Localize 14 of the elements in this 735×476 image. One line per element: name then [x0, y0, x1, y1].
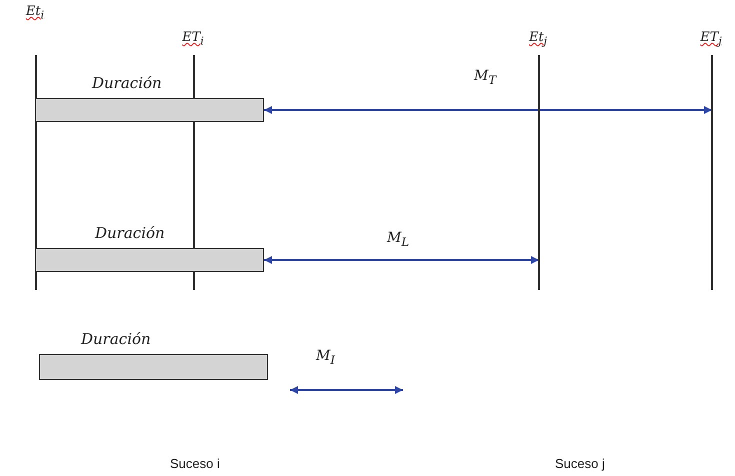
- event-label: Suceso i: [170, 456, 220, 471]
- edge-label: M$_{T}$: [474, 68, 496, 87]
- double-arrow: [264, 106, 712, 114]
- duration-label: Duración: [95, 224, 165, 242]
- double-arrow: [264, 256, 539, 264]
- time-label: ET$_{i}$: [182, 30, 204, 48]
- time-label: Et$_{i}$: [26, 4, 44, 22]
- duration-label: Duración: [92, 74, 162, 92]
- edge-label: M$_{L}$: [387, 230, 410, 249]
- time-label: Et$_{j}$: [528, 30, 548, 48]
- event-label: Suceso j: [555, 456, 605, 471]
- duration-label: Duración: [81, 330, 151, 348]
- margin-label: M$_{I}$: [316, 348, 335, 367]
- time-label: ET$_{j}$: [700, 30, 722, 48]
